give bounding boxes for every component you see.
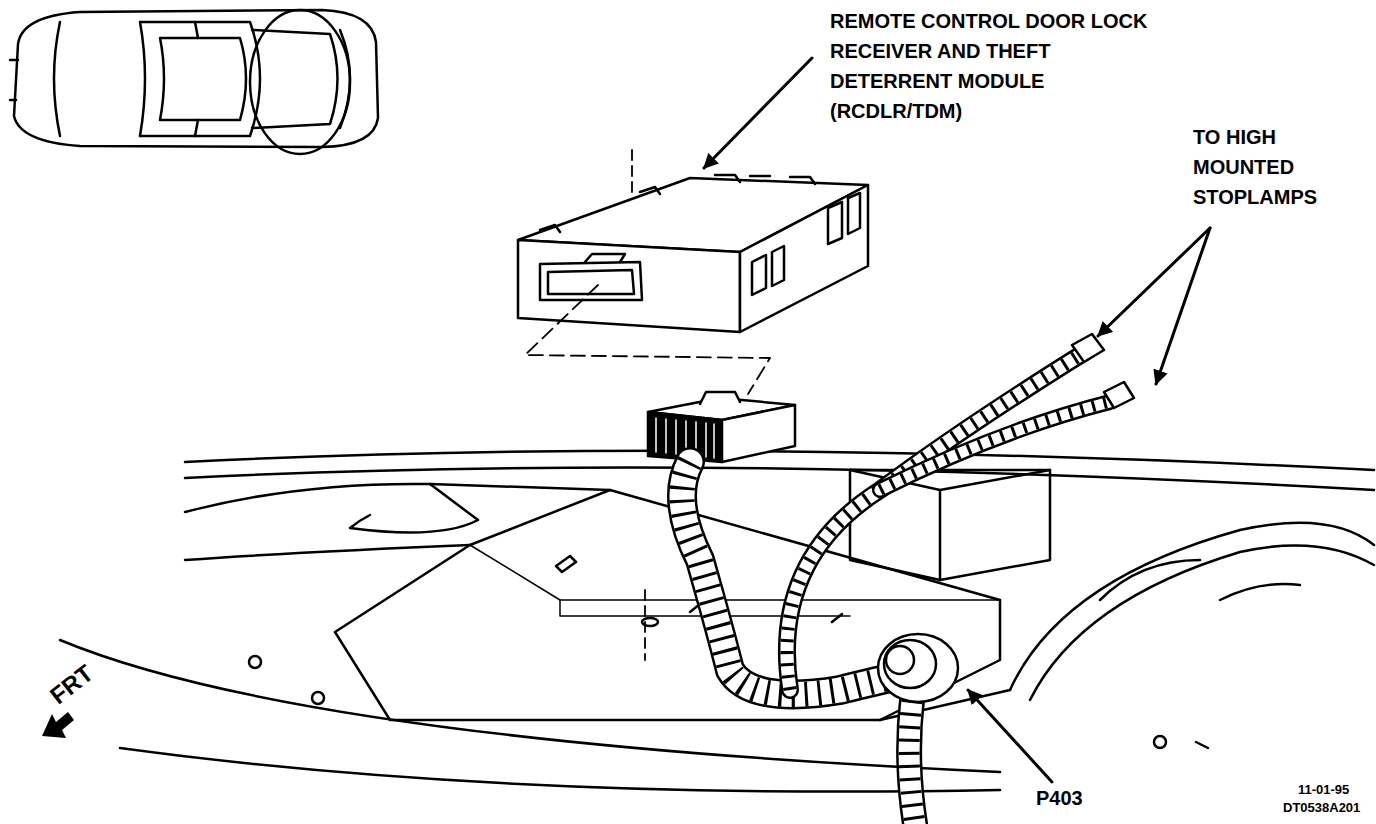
front-arrow [42, 712, 74, 738]
figure-code: DT0538A201 [1283, 800, 1360, 816]
part-name: TO HIGH MOUNTED STOPLAMPS [1193, 122, 1363, 212]
direction-label: FRT [45, 659, 99, 710]
connector-id: P403 [1036, 786, 1083, 810]
leader-arrows [704, 58, 1210, 782]
part-name: REMOTE CONTROL DOOR LOCK RECEIVER AND TH… [830, 6, 1165, 126]
vehicle-locator [10, 10, 378, 154]
module-housing [518, 150, 868, 394]
date-code: 11-01-95 [1298, 782, 1349, 798]
trunk-floor [60, 451, 1374, 792]
harness-connector [648, 392, 795, 462]
wiring-harness [642, 334, 1134, 824]
